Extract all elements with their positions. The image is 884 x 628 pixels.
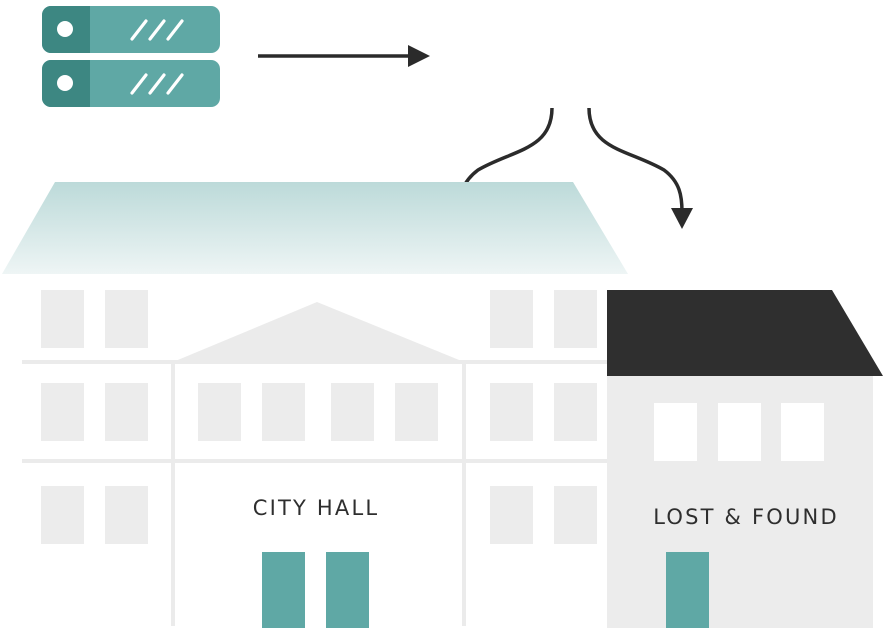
lost-and-found-roof: [607, 290, 883, 376]
city-hall-label: CITY HALL: [253, 496, 380, 520]
center-columns: [171, 362, 466, 626]
city-hall-building: CITY HALL: [2, 182, 628, 628]
split-arrow-right: [587, 107, 684, 213]
arrow-right-icon: [258, 45, 430, 67]
city-hall-windows: [41, 290, 597, 544]
city-hall-doors: [262, 552, 369, 628]
lost-and-found-building: LOST & FOUND: [607, 290, 883, 628]
server-stack-icon: [42, 6, 220, 107]
city-hall-pediment: [173, 302, 464, 362]
server-unit-bottom: [42, 60, 220, 107]
lost-and-found-windows: [654, 403, 824, 461]
server-unit-top: [42, 6, 220, 53]
city-hall-roof: [2, 182, 628, 274]
lost-and-found-label: LOST & FOUND: [653, 505, 839, 529]
lost-and-found-door: [666, 552, 709, 628]
